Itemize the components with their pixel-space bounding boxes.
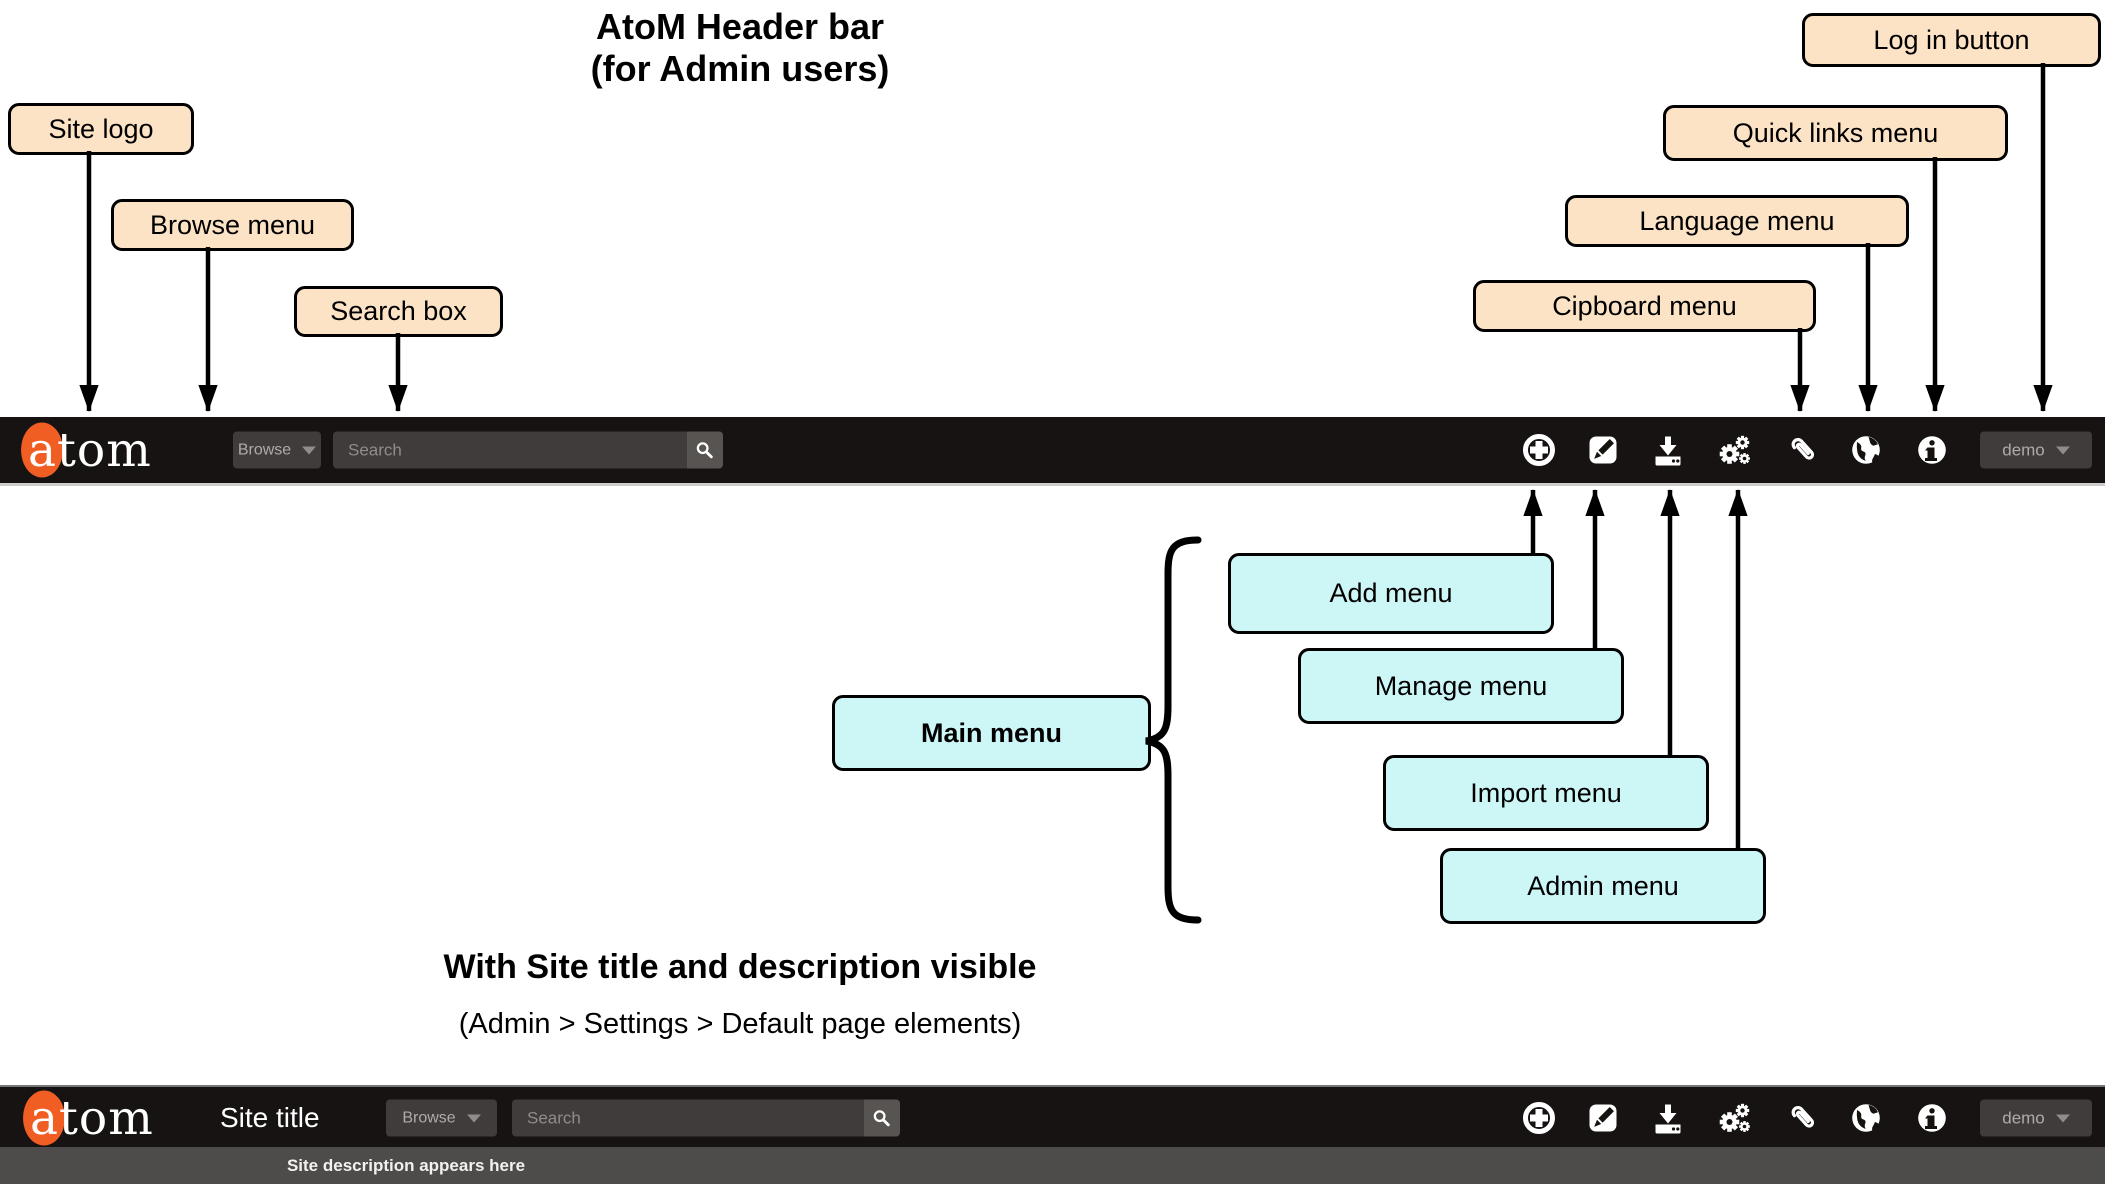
callout-log-in-button: Log in button: [1802, 13, 2101, 67]
quick-links-menu-icon[interactable]: [1914, 1100, 1950, 1136]
search-box: [333, 431, 723, 469]
site-logo[interactable]: atom: [23, 1087, 154, 1149]
user-label: demo: [2002, 1108, 2045, 1127]
quick-links-menu-icon[interactable]: [1914, 432, 1950, 468]
admin-menu-icon[interactable]: [1716, 1100, 1752, 1136]
callout-label: Admin menu: [1527, 870, 1679, 901]
logo-text: atom: [24, 423, 152, 478]
site-logo[interactable]: atom: [21, 417, 152, 483]
section-subtitle: (Admin > Settings > Default page element…: [458, 1008, 1022, 1040]
site-description-strip: Site description appears here: [0, 1147, 2105, 1184]
add-menu-icon[interactable]: [1521, 1100, 1557, 1136]
callout-label: Cipboard menu: [1552, 290, 1737, 321]
search-icon: [693, 435, 717, 465]
main-menu-brace: [1145, 536, 1202, 924]
callout-clipboard-menu: Cipboard menu: [1473, 280, 1816, 332]
language-menu-icon[interactable]: [1848, 1100, 1884, 1136]
callout-add-menu: Add menu: [1228, 553, 1554, 634]
callout-manage-menu: Manage menu: [1298, 648, 1624, 724]
callout-admin-menu: Admin menu: [1440, 848, 1766, 924]
logo-ellipse: [21, 422, 63, 478]
search-input[interactable]: [333, 431, 723, 469]
browse-label: Browse: [237, 441, 292, 458]
search-button[interactable]: [687, 431, 723, 469]
callout-label: Main menu: [920, 717, 1062, 748]
logo-text: atom: [26, 1091, 154, 1146]
diagram-title-line1: AtoM Header bar: [595, 6, 885, 47]
search-button[interactable]: [864, 1099, 900, 1137]
callout-quick-links-menu: Quick links menu: [1663, 105, 2008, 161]
add-menu-icon[interactable]: [1521, 432, 1557, 468]
language-menu-icon[interactable]: [1848, 432, 1884, 468]
chevron-down-icon: [466, 1114, 481, 1122]
callout-main-menu: Main menu: [832, 695, 1151, 771]
callout-label: Import menu: [1470, 777, 1622, 808]
diagram-title-line2: (for Admin users): [590, 48, 890, 89]
callout-label: Site logo: [48, 113, 154, 144]
callout-label: Browse menu: [149, 209, 316, 240]
callout-site-logo: Site logo: [8, 103, 194, 155]
user-menu-button[interactable]: demo: [1980, 431, 2092, 469]
callout-label: Quick links menu: [1732, 117, 1939, 148]
chevron-down-icon: [2055, 446, 2070, 454]
browse-label: Browse: [402, 1109, 456, 1126]
clipboard-menu-icon[interactable]: [1785, 432, 1821, 468]
logo-a: a: [30, 1090, 60, 1146]
callout-label: Log in button: [1873, 24, 2030, 55]
user-label: demo: [2002, 440, 2045, 459]
header-bar-site-title: atom Site title Browse demo: [0, 1085, 2105, 1149]
callout-label: Search box: [330, 296, 467, 326]
callout-browse-menu: Browse menu: [111, 199, 354, 251]
site-description: Site description appears here: [286, 1155, 526, 1175]
chevron-down-icon: [2055, 1114, 2070, 1122]
browse-menu-button[interactable]: Browse: [233, 431, 321, 469]
section-title: With Site title and description visible: [443, 948, 1037, 986]
logo-rest: tom: [59, 1090, 154, 1146]
manage-menu-icon[interactable]: [1585, 1100, 1621, 1136]
admin-menu-icon[interactable]: [1716, 432, 1752, 468]
chevron-down-icon: [302, 446, 317, 454]
user-menu-button[interactable]: demo: [1980, 1099, 2092, 1137]
callout-label: Add menu: [1329, 578, 1453, 608]
search-icon: [870, 1103, 894, 1133]
callout-import-menu: Import menu: [1383, 755, 1709, 831]
import-menu-icon[interactable]: [1650, 1100, 1686, 1136]
logo-rest: tom: [57, 422, 152, 478]
manage-menu-icon[interactable]: [1585, 432, 1621, 468]
callout-label: Language menu: [1639, 205, 1835, 236]
logo-a: a: [28, 422, 58, 478]
import-menu-icon[interactable]: [1650, 432, 1686, 468]
search-box: [512, 1099, 900, 1137]
logo-ellipse: [23, 1090, 65, 1146]
search-input[interactable]: [512, 1099, 900, 1137]
callout-search-box: Search box: [294, 286, 503, 337]
clipboard-menu-icon[interactable]: [1785, 1100, 1821, 1136]
site-title[interactable]: Site title: [220, 1102, 320, 1133]
callout-label: Manage menu: [1374, 670, 1548, 701]
browse-menu-button[interactable]: Browse: [386, 1099, 497, 1137]
callout-language-menu: Language menu: [1565, 195, 1909, 247]
header-bar-admin: atom Browse demo: [0, 417, 2105, 486]
